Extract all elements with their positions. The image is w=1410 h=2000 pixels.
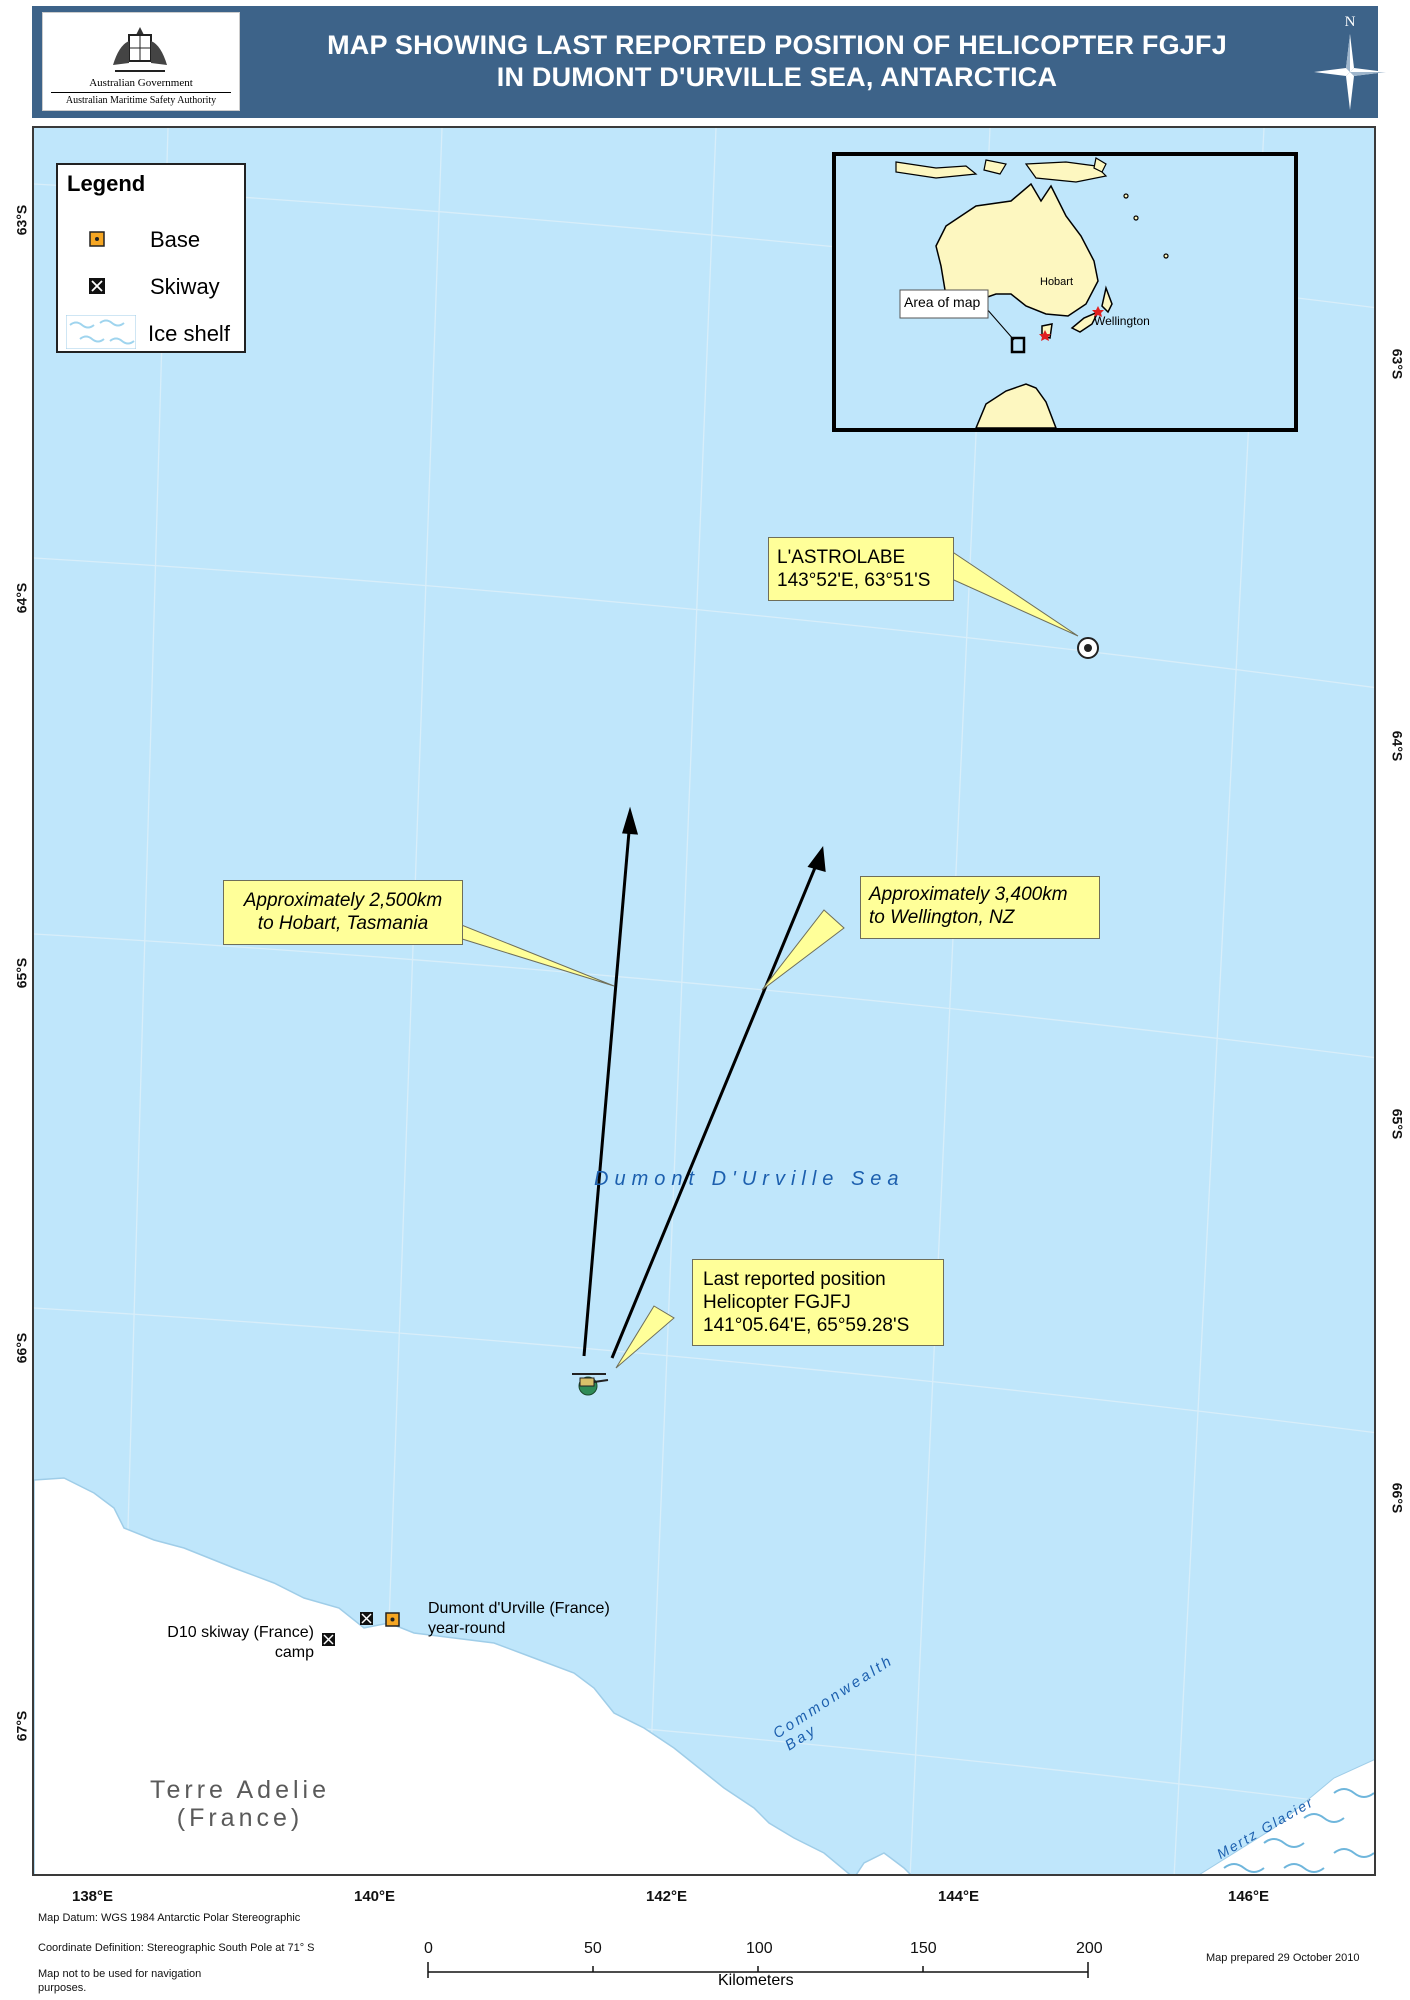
north-label: N [1345,14,1356,30]
sea-label: Dumont D'Urville Sea [594,1168,905,1190]
footer-prepared-date: Map prepared 29 October 2010 [1206,1952,1360,1964]
d10-label-line2: camp [274,1644,314,1661]
longitude-label: 142°E [646,1888,688,1905]
latitude-label-left: 63°S [13,204,30,236]
area-of-map-box [1010,336,1026,354]
scale-tick-label: 0 [424,1940,433,1957]
legend-item-ice-shelf: Ice shelf [148,321,230,346]
wellington-pointer [761,909,845,991]
d10-label-line1: D10 skiway (France) [167,1624,314,1641]
inset-antarctica [975,383,1057,428]
ship-marker-icon [1077,637,1099,659]
footer-coord-definition: Coordinate Definition: Stereographic Sou… [38,1942,315,1954]
australian-government-logo: Australian Government Australian Maritim… [42,12,240,111]
footer-nav-warning-line1: Map not to be used for navigation [38,1968,202,1980]
map-title-line-2: IN DUMONT D'URVILLE SEA, ANTARCTICA [496,62,1058,92]
scale-unit-label: Kilometers [718,1972,794,1989]
hobart-callout: Approximately 2,500km to Hobart, Tasmani… [223,880,463,945]
wellington-callout-line1: Approximately 3,400km [869,884,1068,905]
inset-area-label: Area of map [904,294,981,310]
latitude-label-left: 66°S [13,1332,30,1364]
position-pointer [615,1305,675,1369]
dumont-label-line1: Dumont d'Urville (France) [428,1600,610,1617]
scale-tick-label: 100 [746,1940,773,1957]
logo-divider [51,92,231,93]
inset-wellington-label: Wellington [1094,314,1150,328]
arrow-head-wellington [807,846,826,873]
callout-pointers [433,552,1079,1369]
last-position-line1: Last reported position [703,1269,886,1290]
longitude-label: 140°E [354,1888,396,1905]
scale-bar [427,1962,1089,1978]
last-position-line3: 141°05.64'E, 65°59.28'S [703,1315,910,1336]
arrow-head-hobart [622,806,639,835]
latitude-label-right: 66°S [1389,1482,1406,1514]
legend-item-base: Base [150,227,201,252]
map-legend: Legend Base Skiway Ice shelf [56,163,246,353]
antarctic-coast [34,1477,851,1874]
dumont-label-line2: year-round [428,1620,506,1637]
logo-line-government: Australian Government [89,77,193,89]
longitude-label: 138°E [72,1888,114,1905]
land-label-line2: (France) [176,1804,304,1832]
longitude-label: 146°E [1228,1888,1270,1905]
wellington-star-icon [1092,306,1104,317]
astrolabe-callout: L'ASTROLABE 143°52'E, 63°51'S [768,537,954,601]
hobart-callout-line1: Approximately 2,500km [243,890,443,911]
last-position-line2: Helicopter FGJFJ [703,1292,851,1313]
longitude-label: 144°E [938,1888,980,1905]
base-square-icon [89,231,105,247]
astrolabe-callout-line1: L'ASTROLABE [777,547,906,568]
map-header: Australian Government Australian Maritim… [32,6,1386,118]
last-position-callout: Last reported position Helicopter FGJFJ … [692,1259,944,1346]
coat-of-arms-icon [113,27,167,72]
arrow-to-hobart [582,819,632,1357]
land-label-line1: Terre Adelie [149,1776,331,1804]
logo-line-amsa: Australian Maritime Safety Authority [65,95,217,106]
legend-item-skiway: Skiway [150,274,220,299]
latitude-label-right: 64°S [1389,730,1406,762]
mertz-glacier-ice-shelf [1199,1759,1374,1874]
footer-datum: Map Datum: WGS 1984 Antarctic Polar Ster… [38,1912,301,1924]
wellington-callout-line2: to Wellington, NZ [869,907,1015,928]
latitude-label-left: 64°S [13,582,30,614]
inset-locator-map: Area of map Hobart Wellington [832,152,1298,432]
latitude-label-left: 67°S [13,1710,30,1742]
arrow-to-wellington [610,857,821,1359]
compass-rose-icon: N [1314,14,1386,110]
inset-hobart-label: Hobart [1040,276,1074,288]
legend-title: Legend [67,171,146,196]
latitude-label-right: 63°S [1389,348,1406,380]
coast-fringe [855,1852,912,1874]
direction-arrows [582,806,826,1359]
scale-tick-label: 150 [910,1940,937,1957]
hobart-callout-line2: to Hobart, Tasmania [257,913,429,934]
skiway-icon [89,278,105,294]
scale-tick-label: 200 [1076,1940,1103,1957]
wellington-callout: Approximately 3,400km to Wellington, NZ [860,876,1100,939]
footer-nav-warning-line2: purposes. [38,1982,87,1994]
ice-shelf-pattern-icon [66,315,136,349]
inset-map-graphics [895,157,1169,428]
helicopter-marker-icon [572,1373,609,1396]
map-title-line-1: MAP SHOWING LAST REPORTED POSITION OF HE… [327,30,1227,60]
astrolabe-callout-line2: 143°52'E, 63°51'S [777,570,931,591]
hobart-star-icon [1039,330,1051,341]
latitude-label-right: 65°S [1389,1108,1406,1140]
latitude-label-left: 65°S [13,957,30,989]
scale-tick-label: 50 [584,1940,602,1957]
station-markers [322,1612,400,1646]
